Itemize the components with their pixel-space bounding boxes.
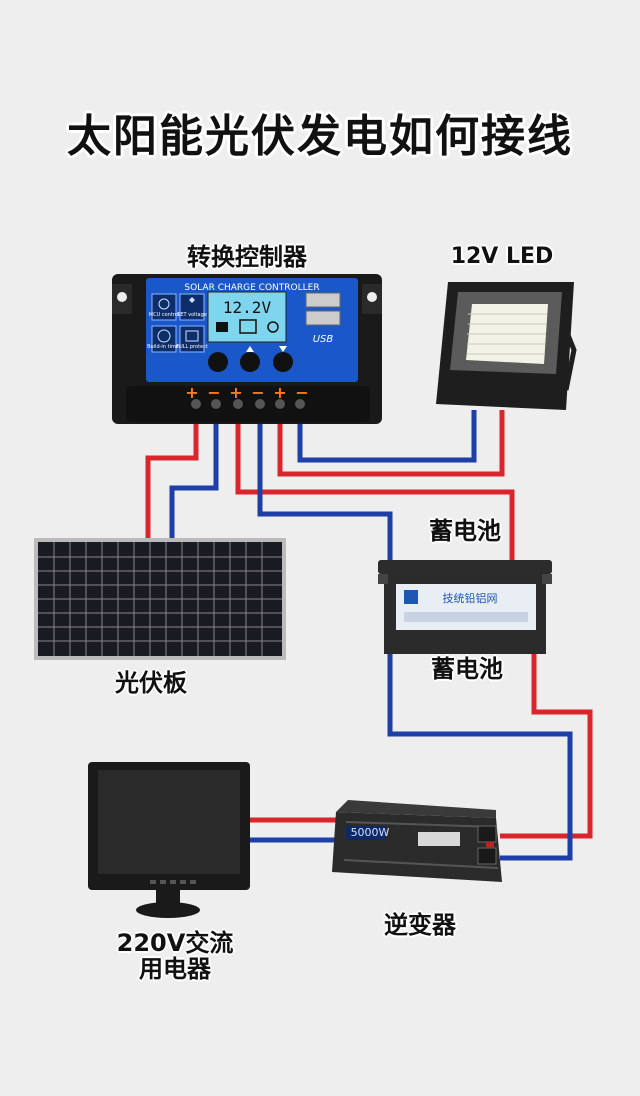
label-controller: 转换控制器: [187, 243, 307, 271]
wire-led-positive: [277, 410, 505, 477]
button-middle: [240, 352, 260, 372]
monitor-appliance: [88, 762, 250, 918]
battery-brand: 技统铅铝网: [443, 591, 498, 605]
wire-solar-positive: [145, 412, 199, 540]
inverter-model: 5000W: [351, 826, 390, 839]
label-appliance-line2: 用电器: [139, 955, 211, 983]
protect-icon: [179, 325, 205, 353]
led-floodlight: [436, 282, 577, 410]
label-battery-top: 蓄电池: [429, 517, 501, 545]
wire-battery-positive: [235, 412, 515, 568]
usb-port-top: [305, 292, 341, 308]
label-led: 12V LED: [450, 244, 554, 269]
usb-port-bottom: [305, 310, 341, 326]
label-battery-bottom: 蓄电池: [431, 655, 503, 683]
charge-controller: SOLAR CHARGE CONTROLLER MCU control SET …: [112, 274, 382, 424]
page-title: 太阳能光伏发电如何接线: [67, 111, 573, 162]
label-inverter: 逆变器: [384, 911, 456, 939]
lcd-value: 12.2V: [223, 298, 272, 317]
controller-brand: SOLAR CHARGE CONTROLLER: [184, 283, 319, 293]
svg-text:FULL protect: FULL protect: [176, 344, 208, 350]
inverter: 5000W: [332, 800, 502, 882]
wire-led-negative: [297, 410, 477, 463]
mcu-icon: [151, 293, 177, 321]
button-left: [208, 352, 228, 372]
wire-battery-inverter-negative: [387, 652, 573, 861]
battery-label: [396, 584, 536, 630]
svg-text:−: −: [207, 383, 220, 402]
svg-text:MCU control: MCU control: [149, 312, 179, 318]
usb-label: USB: [313, 334, 334, 345]
label-appliance-line1: 220V交流: [116, 929, 234, 957]
svg-text:+: +: [229, 383, 242, 402]
label-solar-panel: 光伏板: [115, 669, 187, 697]
wire-battery-negative: [257, 412, 393, 568]
svg-text:−: −: [251, 383, 264, 402]
wire-solar-negative: [169, 412, 219, 540]
svg-text:−: −: [295, 383, 308, 402]
wire-battery-inverter-positive: [500, 568, 593, 839]
svg-text:Build-in timer: Build-in timer: [147, 344, 182, 350]
button-right: [273, 352, 293, 372]
battery: 技统铅铝网: [378, 560, 552, 654]
solar-panel: [34, 538, 286, 660]
svg-text:+: +: [185, 383, 198, 402]
svg-text:+: +: [273, 383, 286, 402]
svg-text:SET voltage: SET voltage: [177, 312, 207, 318]
